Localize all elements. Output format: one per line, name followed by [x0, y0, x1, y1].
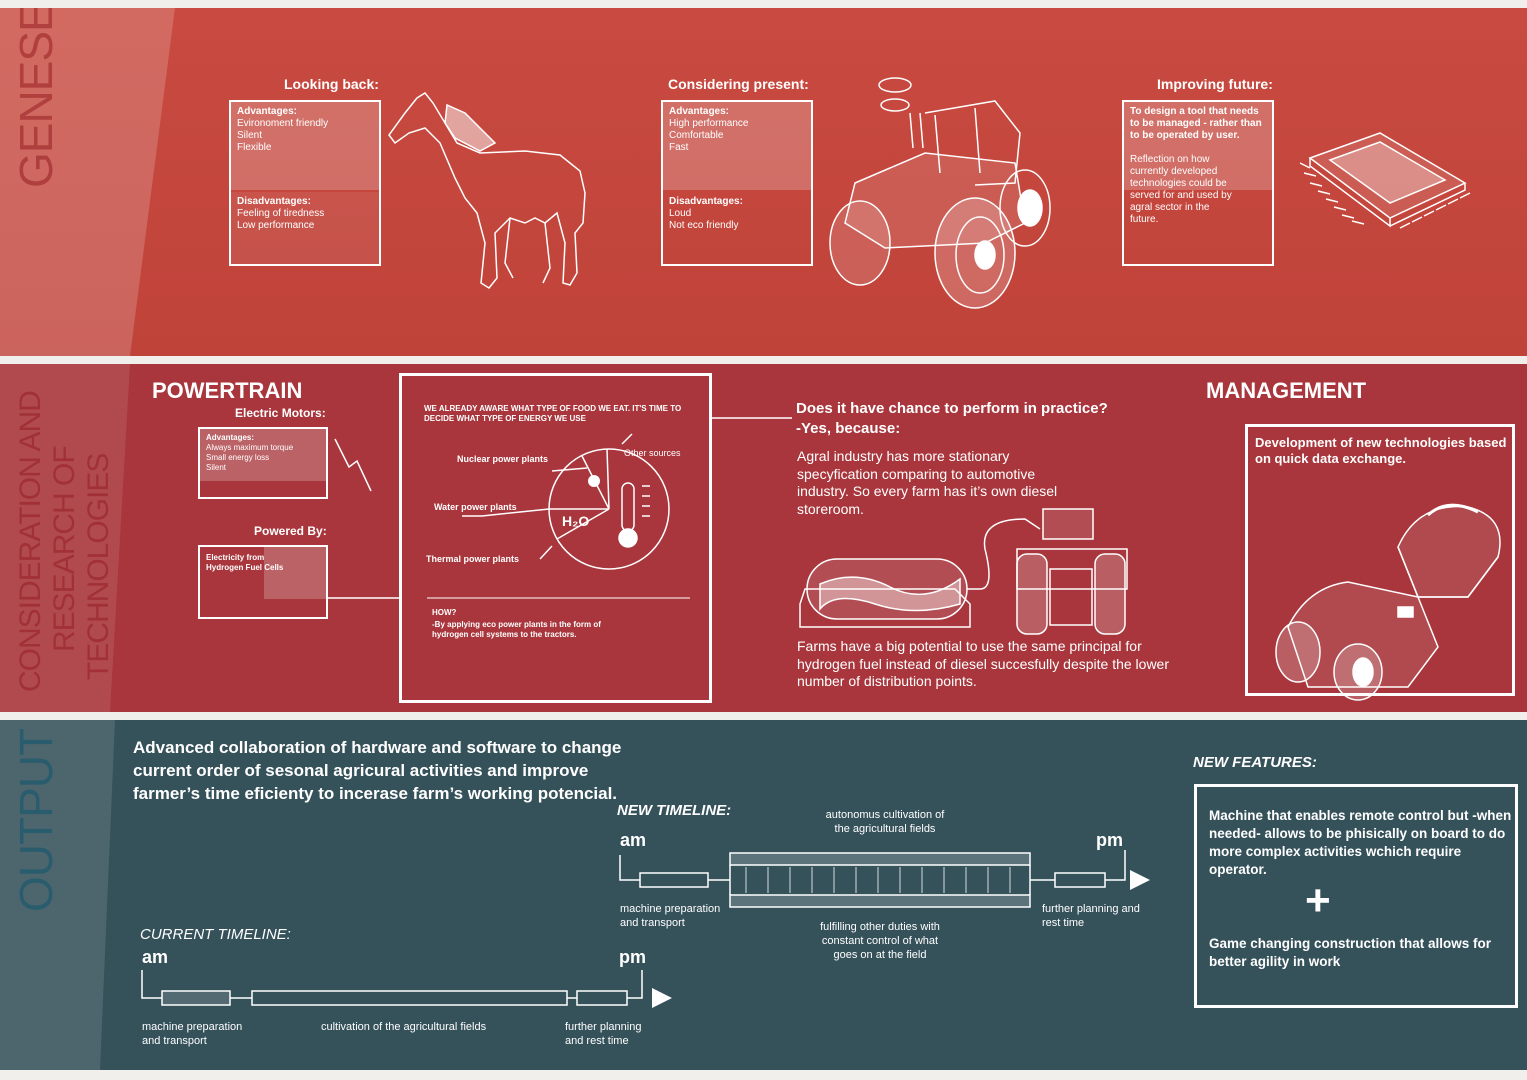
new-top-note: autonomus cultivation of the agricultura… — [825, 809, 945, 835]
adv-item: Comfortable — [669, 130, 724, 141]
side-wedge — [0, 8, 175, 356]
current-pm-label: pm — [619, 947, 646, 967]
adv-item: Silent — [206, 463, 227, 472]
dis-item: Feeling of tiredness — [237, 208, 325, 219]
management-text: Development of new technologies based on… — [1255, 435, 1507, 467]
dis-item: Loud — [669, 208, 692, 219]
side-label-line: RESEARCH OF — [48, 446, 81, 652]
new-prep-label: machine preparation and transport — [620, 903, 721, 929]
output-side-label: OUTPUT — [10, 728, 62, 912]
improving-future-box: To design a tool that needs to be manage… — [1122, 100, 1274, 266]
looking-back-heading: Looking back: — [284, 76, 379, 92]
new-am-label: am — [620, 830, 647, 850]
considering-present-box: Advantages: High performance Comfortable… — [661, 100, 813, 266]
how-text: -By applying eco power plants in the for… — [432, 620, 601, 639]
output-section: OUTPUT Advanced collaboration of hardwar… — [0, 720, 1527, 1070]
practice-answer: -Yes, because: — [796, 420, 901, 437]
connector-line — [712, 417, 792, 419]
connector-line — [328, 597, 400, 599]
adv-item: Silent — [237, 130, 263, 141]
powered-value: Electricity from Hydrogen Fuel Cells — [206, 553, 284, 572]
new-features-title: NEW FEATURES: — [1193, 754, 1317, 771]
new-bottom-note: fulfilling other duties with constant co… — [820, 921, 940, 961]
other-label: Other sources — [624, 448, 681, 458]
consideration-side-label: CONSIDERATION AND RESEARCH OF TECHNOLOGI… — [14, 391, 116, 692]
new-pm-label: pm — [1096, 830, 1123, 850]
fuel-tank-tractor-illustration — [799, 508, 1128, 635]
current-timeline-diagram — [141, 970, 672, 1008]
future-body: Reflection on how currently developed te… — [1130, 154, 1232, 225]
genese-section: GENESE Looking back: Advantages: Evirono… — [0, 8, 1527, 356]
side-wedge — [0, 364, 130, 712]
practice-para1: Agral industry has more stationary specy… — [797, 448, 1058, 517]
current-prep-label: machine preparation and transport — [142, 1021, 243, 1047]
side-label-line: CONSIDERATION AND — [14, 391, 47, 692]
electric-motors-label: Electric Motors: — [235, 406, 326, 420]
thermal-label: Thermal power plants — [426, 554, 520, 564]
considering-present-heading: Considering present: — [668, 76, 809, 92]
feature2-text: Game changing construction that allows f… — [1209, 936, 1492, 969]
adv-item: Fast — [669, 142, 689, 153]
new-features-box: Machine that enables remote control but … — [1194, 784, 1518, 1008]
current-am-label: am — [142, 947, 169, 967]
plus-icon: + — [1305, 876, 1331, 925]
current-further-label: further planning and rest time — [565, 1021, 642, 1047]
energy-box: WE ALREADY AWARE WHAT TYPE OF FOOD WE EA… — [399, 373, 712, 703]
future-lead: To design a tool that needs to be manage… — [1130, 106, 1262, 141]
management-box: Development of new technologies based on… — [1245, 424, 1515, 701]
new-timeline-title: NEW TIMELINE: — [617, 802, 732, 819]
current-cultivation-label: cultivation of the agricultural fields — [321, 1021, 487, 1033]
dis-item: Not eco friendly — [669, 220, 739, 231]
tractor-illustration — [829, 77, 1051, 309]
new-timeline-diagram — [619, 850, 1150, 908]
water-label: Water power plants — [434, 502, 517, 512]
adv-item: Flexible — [237, 142, 272, 153]
powertrain-title: POWERTRAIN — [152, 378, 303, 403]
output-headline: Advanced collaboration of hardware and s… — [133, 738, 622, 803]
adv-item: Evironoment friendly — [237, 118, 329, 129]
chip-illustration — [1299, 132, 1471, 229]
practice-question: Does it have chance to perform in practi… — [796, 400, 1108, 417]
dis-title: Disadvantages: — [237, 196, 311, 207]
consideration-section: CONSIDERATION AND RESEARCH OF TECHNOLOGI… — [0, 364, 1527, 712]
adv-item: Always maximum torque — [206, 443, 294, 452]
vr-headset-robot-illustration — [1275, 503, 1501, 701]
adv-title: Advantages: — [237, 106, 298, 117]
looking-back-box: Advantages: Evironoment friendly Silent … — [229, 100, 381, 266]
genese-side-label: GENESE — [10, 8, 62, 188]
adv-title: Advantages: — [669, 106, 730, 117]
current-timeline-title: CURRENT TIMELINE: — [140, 926, 291, 943]
energy-headline: WE ALREADY AWARE WHAT TYPE OF FOOD WE EA… — [424, 404, 682, 423]
dis-item: Low performance — [237, 220, 315, 231]
management-title: MANAGEMENT — [1206, 378, 1367, 403]
adv-item: High performance — [669, 118, 749, 129]
side-wedge — [0, 720, 115, 1070]
h2o-label: H₂O — [562, 513, 589, 529]
feature1-text: Machine that enables remote control but … — [1209, 808, 1512, 877]
how-title: HOW? — [432, 608, 457, 617]
horse-illustration — [388, 92, 586, 289]
new-further-label: further planning and rest time — [1042, 903, 1140, 929]
powered-by-box: Electricity from Hydrogen Fuel Cells — [198, 545, 328, 619]
adv-item: Small energy loss — [206, 453, 270, 462]
powered-by-label: Powered By: — [254, 524, 327, 538]
practice-para2: Farms have a big potential to use the sa… — [797, 638, 1169, 689]
improving-future-heading: Improving future: — [1157, 76, 1273, 92]
lightning-icon — [334, 438, 372, 492]
adv-title: Advantages: — [206, 433, 255, 442]
electric-motors-box: Advantages: Always maximum torque Small … — [198, 427, 328, 499]
side-label-line: TECHNOLOGIES — [82, 453, 115, 680]
nuclear-label: Nuclear power plants — [457, 454, 549, 464]
dis-title: Disadvantages: — [669, 196, 743, 207]
energy-pie-diagram: H₂O — [427, 433, 690, 599]
